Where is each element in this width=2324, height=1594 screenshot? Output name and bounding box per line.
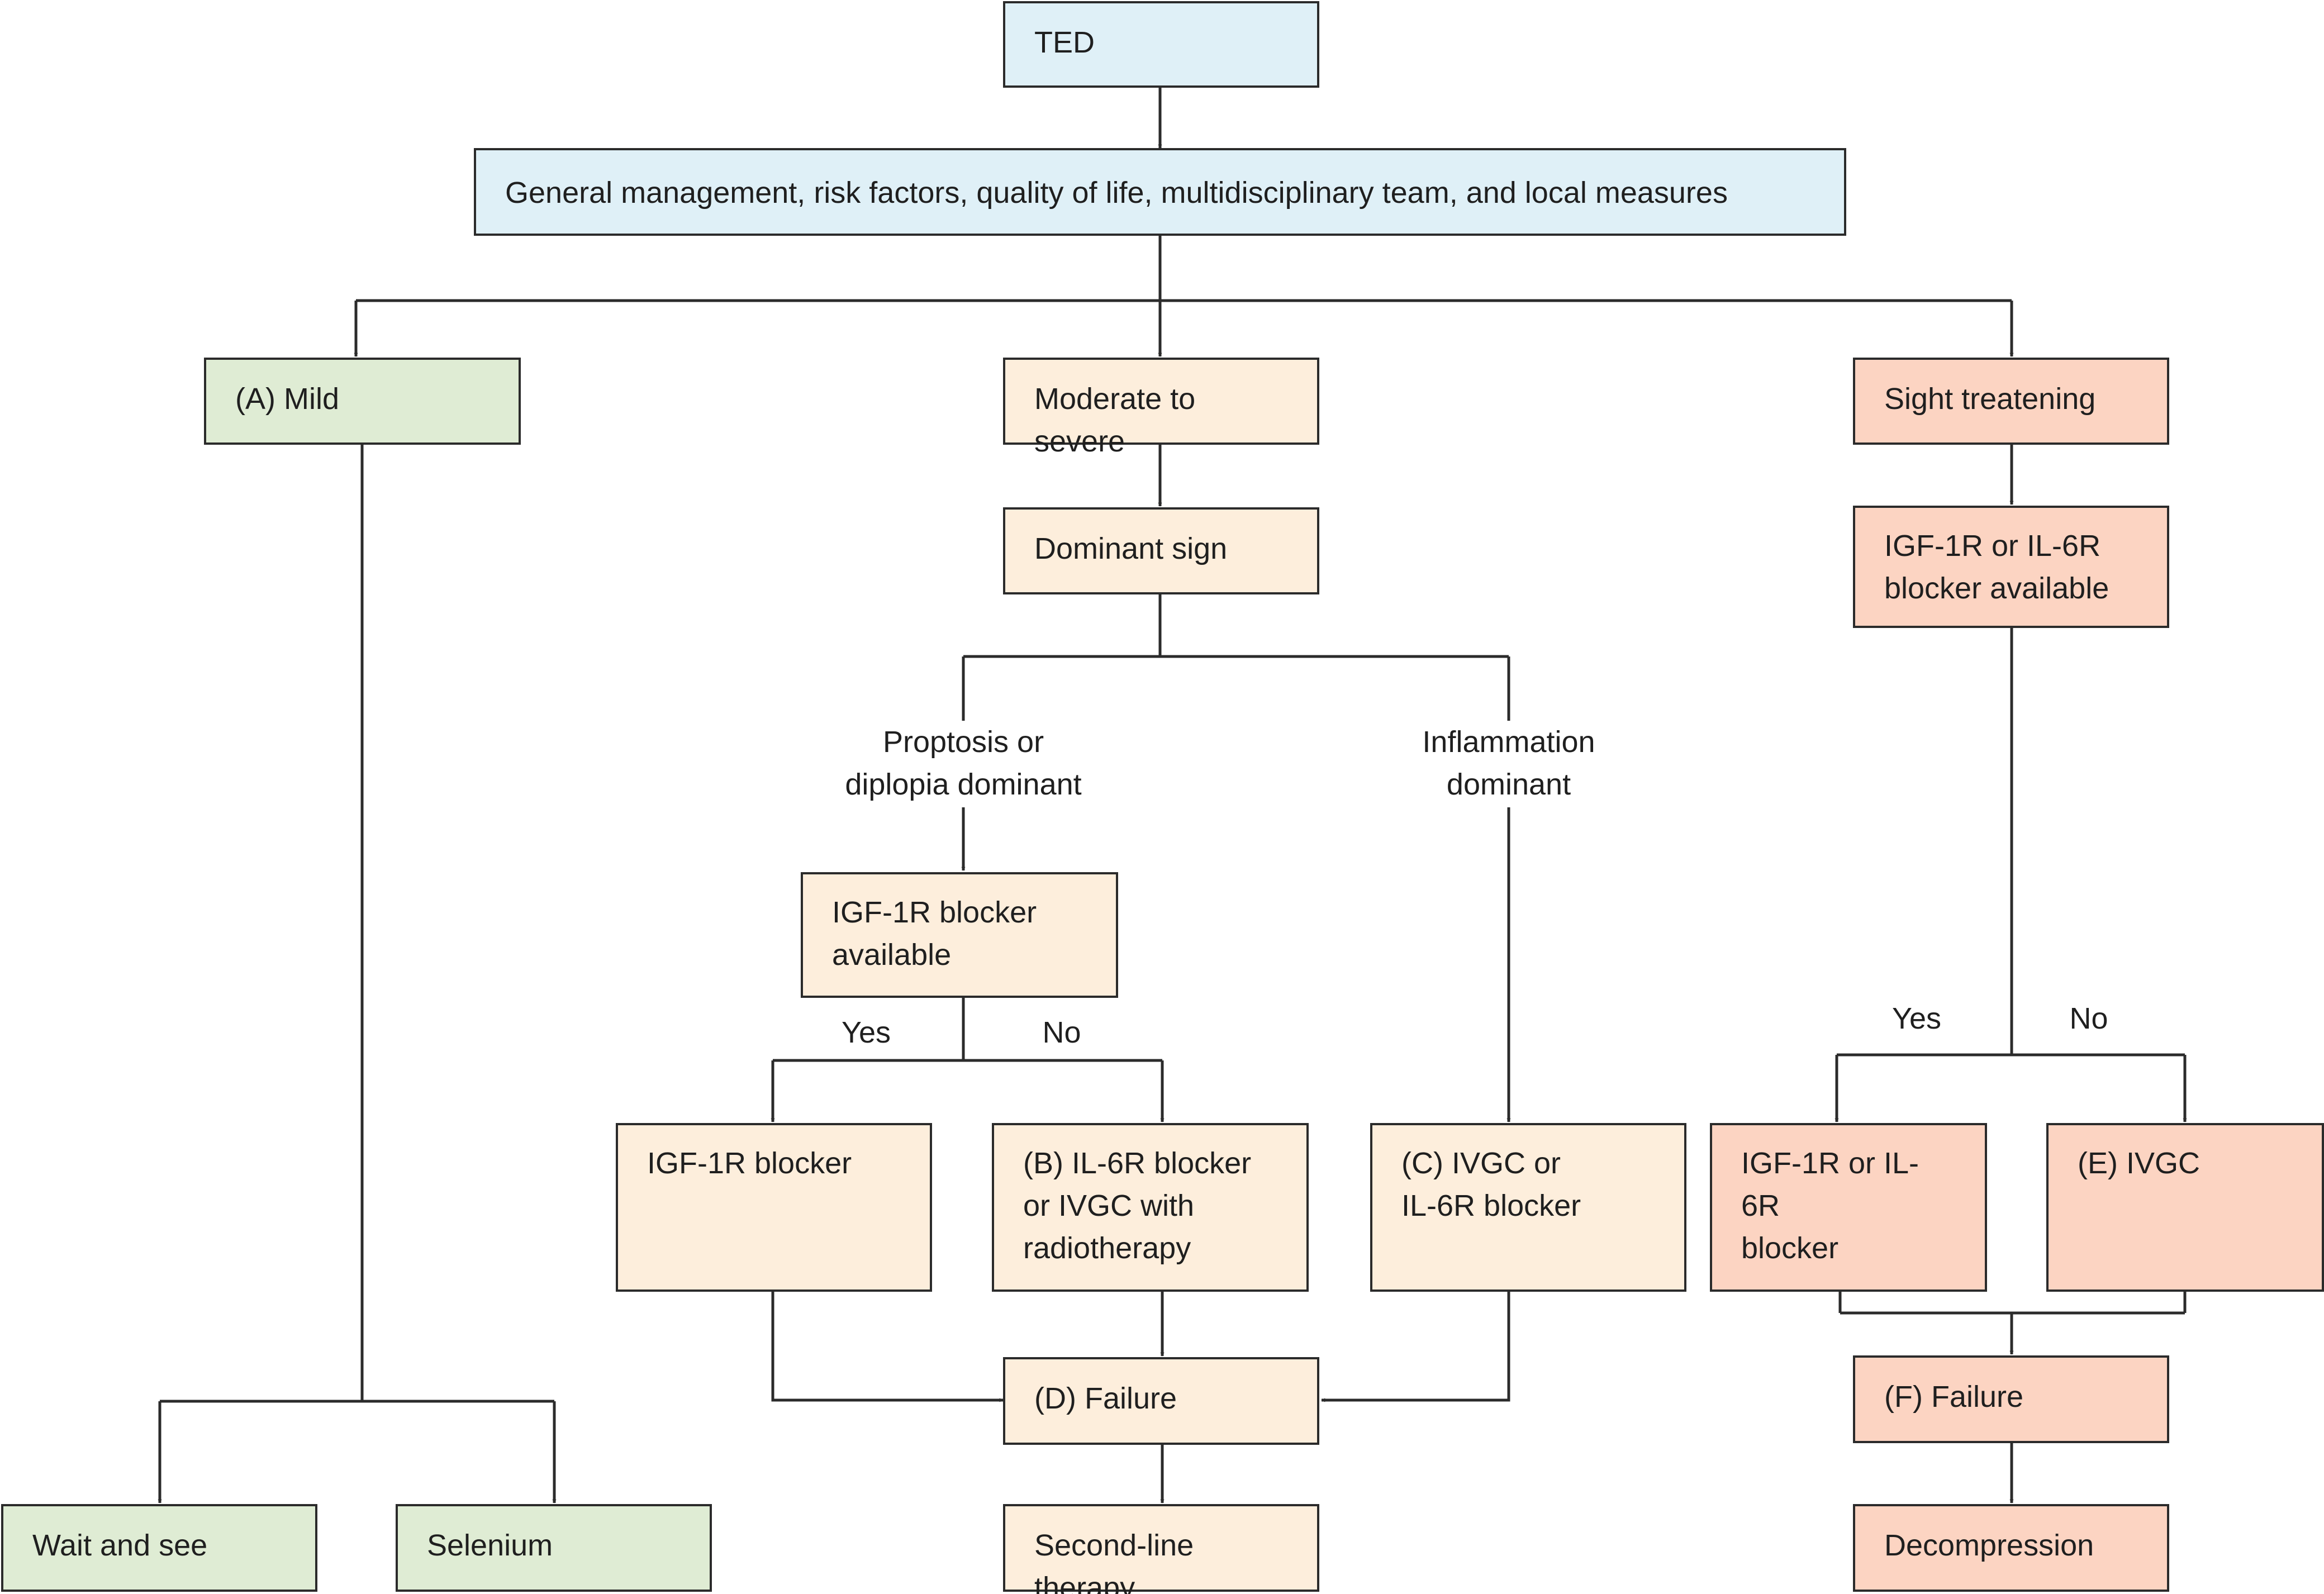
box-igf-1r-blocker: IGF-1R blocker xyxy=(616,1123,932,1292)
label-proptosis-diplopia-dominant: Proptosis or diplopia dominant xyxy=(845,725,1082,801)
label-no-right: No xyxy=(2069,1002,2108,1035)
box-f-failure: (F) Failure xyxy=(1853,1355,2169,1443)
label-yes-right: Yes xyxy=(1891,1002,1942,1035)
label-yes-mid: Yes xyxy=(841,1016,891,1049)
arrow-c-to-d xyxy=(1321,1292,1510,1402)
label-no-mid: No xyxy=(1042,1016,1081,1049)
box-second-line-therapy: Second-line therapy xyxy=(1003,1504,1319,1594)
box-general-management: General management, risk factors, qualit… xyxy=(474,148,1846,236)
box-b-il6r-ivgc-radiotherapy: (B) IL-6R blocker or IVGC with radiother… xyxy=(992,1123,1309,1292)
label-inflammation-dominant: Inflammation dominant xyxy=(1422,725,1595,801)
box-selenium: Selenium xyxy=(396,1504,712,1592)
box-decompression: Decompression xyxy=(1853,1504,2169,1592)
box-mild: (A) Mild xyxy=(204,358,521,445)
box-igf-1r-blocker-available: IGF-1R blocker available xyxy=(801,872,1118,998)
box-wait-and-see: Wait and see xyxy=(1,1504,317,1592)
box-ted: TED xyxy=(1003,1,1319,88)
box-igf-1r-or-il6r-blocker: IGF-1R or IL-6R blocker xyxy=(1710,1123,1987,1292)
box-moderate-to-severe: Moderate to severe xyxy=(1003,358,1319,458)
box-c-ivgc-or-il6r: (C) IVGC or IL-6R blocker xyxy=(1370,1123,1686,1292)
box-e-ivgc: (E) IVGC xyxy=(2046,1123,2324,1292)
arrow-igf-blocker-to-d xyxy=(771,1292,1004,1402)
box-igf-il6r-blocker-available: IGF-1R or IL-6R blocker available xyxy=(1853,506,2169,628)
box-dominant-sign: Dominant sign xyxy=(1003,507,1319,594)
box-sight-threatening: Sight treatening xyxy=(1853,358,2169,445)
box-d-failure: (D) Failure xyxy=(1003,1357,1319,1445)
